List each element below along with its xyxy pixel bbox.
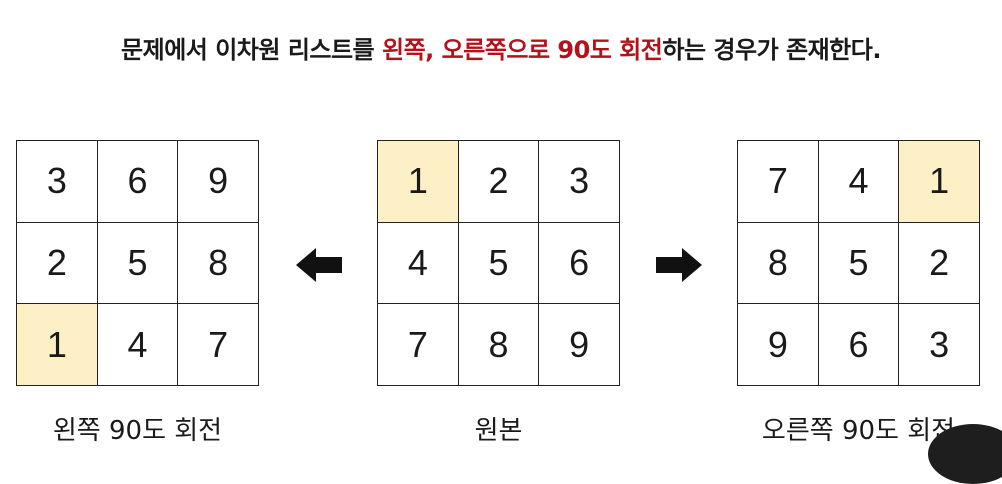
title-highlight: 왼쪽, 오른쪽으로 90도 회전 <box>382 36 663 64</box>
grid-cell: 5 <box>818 222 900 305</box>
grid-cell: 9 <box>539 304 620 386</box>
grid-cell: 2 <box>458 141 540 223</box>
grid-cell: 5 <box>97 222 179 305</box>
grid-cell: 6 <box>539 222 620 305</box>
grid-cell: 3 <box>899 304 980 386</box>
avatar <box>928 424 1002 484</box>
caption-right-rotation: 오른쪽 90도 회전 <box>761 416 956 446</box>
grid-cell: 5 <box>458 222 540 305</box>
grid-cell: 3 <box>17 141 98 223</box>
caption-original: 원본 <box>474 416 523 446</box>
grid-cell: 4 <box>97 304 179 386</box>
grid-cell: 1 <box>899 141 980 223</box>
grid-cell: 2 <box>899 222 980 305</box>
grid-cell: 7 <box>178 304 259 386</box>
grid-cell: 4 <box>818 141 900 223</box>
arrow-right-icon <box>656 248 702 282</box>
grid-cell: 1 <box>378 141 459 223</box>
grid-cell: 8 <box>458 304 540 386</box>
grid-cell: 7 <box>738 141 819 223</box>
grid-cell: 7 <box>378 304 459 386</box>
title-text: 문제에서 이차원 리스트를 <box>121 36 382 64</box>
grid-cell: 9 <box>738 304 819 386</box>
grid-cell: 8 <box>178 222 259 305</box>
caption-left-rotation: 왼쪽 90도 회전 <box>52 416 223 446</box>
grid-cell: 8 <box>738 222 819 305</box>
page-title: 문제에서 이차원 리스트를 왼쪽, 오른쪽으로 90도 회전하는 경우가 존재한… <box>0 30 1002 65</box>
grid-cell: 9 <box>178 141 259 223</box>
grid-cell: 3 <box>539 141 620 223</box>
grid-cell: 4 <box>378 222 459 305</box>
grid-cell: 1 <box>17 304 98 386</box>
grid-cell: 6 <box>818 304 900 386</box>
title-text-end: 하는 경우가 존재한다. <box>662 36 881 64</box>
grid-cell: 2 <box>17 222 98 305</box>
grid-cell: 6 <box>97 141 179 223</box>
arrow-left-icon <box>296 248 342 282</box>
